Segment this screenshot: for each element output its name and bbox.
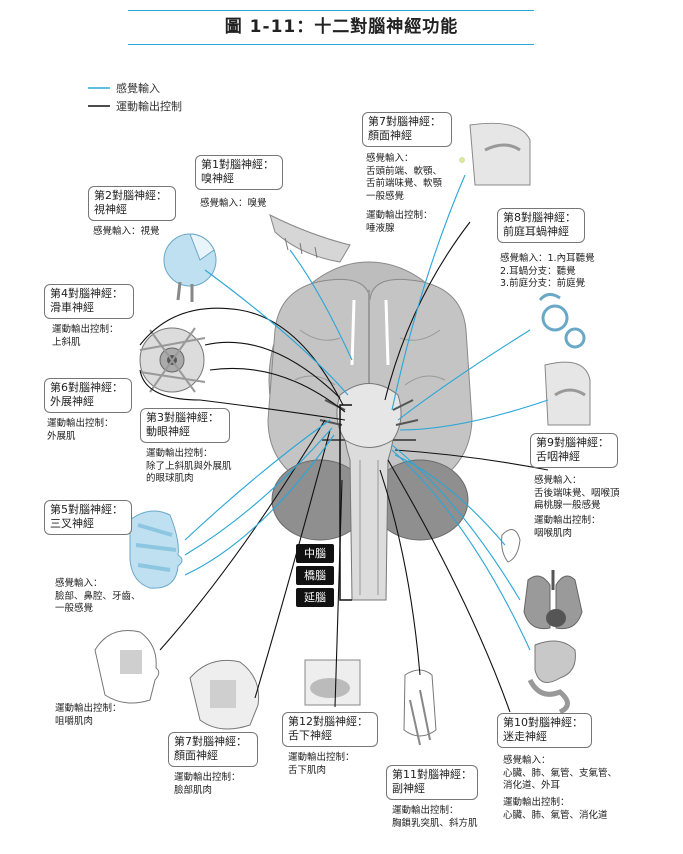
head-facial-illustration <box>189 659 260 730</box>
nerve-7-motor-label: 第7對腦神經： 顏面神經 <box>168 732 258 767</box>
brain-illustration <box>267 261 473 601</box>
legend-motor-label: 運動輸出控制 <box>116 100 182 113</box>
nerve-2-name: 視神經 <box>94 203 127 216</box>
nerve-6-label: 第6對腦神經： 外展神經 <box>44 378 132 413</box>
face-illustration <box>129 510 183 589</box>
nerve-3-label: 第3對腦神經： 動眼神經 <box>140 408 230 443</box>
nerve-6-number: 第6對腦神經： <box>50 381 123 394</box>
nerve-3-name: 動眼神經 <box>146 425 190 438</box>
olfactory-illustration <box>269 214 351 263</box>
nerve-9-number: 第9對腦神經： <box>536 436 609 449</box>
nerve-5-sensory-desc: 感覺輸入：臉部、鼻腔、牙齒、一般感覺 <box>55 578 141 614</box>
mouth-tongue-illustration <box>304 659 361 706</box>
nerve-11-number: 第11對腦神經： <box>392 768 472 781</box>
nerve-1-label: 第1對腦神經： 嗅神經 <box>195 155 283 190</box>
neck-illustration <box>403 669 437 746</box>
nerve-5-number: 第5對腦神經： <box>50 503 123 516</box>
nerve-1-number: 第1對腦神經： <box>201 158 274 171</box>
eyeball-muscles-illustration <box>139 327 206 393</box>
nerve-4-number: 第4對腦神經： <box>50 287 123 300</box>
nerve-11-desc: 運動輸出控制：胸鎖乳突肌、斜方肌 <box>392 805 478 829</box>
nerve-5-label: 第5對腦神經： 三叉神經 <box>44 500 132 535</box>
nerve-7-motor-desc-top: 運動輸出控制：唾液腺 <box>366 210 433 234</box>
nerve-8-number: 第8對腦神經： <box>503 211 576 224</box>
nerve-10-sensory-desc: 感覺輸入：心臟、肺、氣管、支氣管、消化道、外耳 <box>503 755 618 791</box>
nerve-7b-number: 第7對腦神經： <box>174 735 247 748</box>
nerve-1-name: 嗅神經 <box>201 172 234 185</box>
region-medulla: 延腦 <box>296 588 334 607</box>
nerve-12-name: 舌下神經 <box>288 729 332 742</box>
inner-ear-illustration <box>538 293 586 349</box>
nerve-4-label: 第4對腦神經： 滑車神經 <box>44 284 134 319</box>
nerve-9-name: 舌咽神經 <box>536 450 580 463</box>
mouth-side-illustration <box>459 122 531 186</box>
nerve-2-number: 第2對腦神經： <box>94 189 167 202</box>
eye-illustration <box>163 233 217 302</box>
nerve-12-desc: 運動輸出控制：舌下肌肉 <box>288 752 355 776</box>
nerve-2-desc: 感覺輸入：視覺 <box>93 226 160 237</box>
nerve-10-name: 迷走神經 <box>503 730 547 743</box>
region-midbrain: 中腦 <box>296 544 334 563</box>
head-jaw-illustration <box>94 630 160 704</box>
nerve-5-motor-desc: 運動輸出控制：咀嚼肌肉 <box>55 703 122 727</box>
legend-sensory-label: 感覺輸入 <box>116 82 160 95</box>
region-pons: 橋腦 <box>296 566 334 585</box>
title-top-rule <box>128 10 534 11</box>
nerve-10-label: 第10對腦神經： 迷走神經 <box>497 713 592 748</box>
nerve-8-label: 第8對腦神經： 前庭耳蝸神經 <box>497 208 585 243</box>
figure-title: 圖 1-11：十二對腦神經功能 <box>224 17 459 37</box>
nerve-11-label: 第11對腦神經： 副神經 <box>386 765 478 800</box>
nerve-7-sensory-desc: 感覺輸入：舌頭前端、軟顎、舌前端味覺、軟顎一般感覺 <box>366 153 443 202</box>
nerve-6-name: 外展神經 <box>50 395 94 408</box>
nerve-2-label: 第2對腦神經： 視神經 <box>88 186 176 221</box>
nerve-8-name: 前庭耳蝸神經 <box>503 225 569 238</box>
sensory-nerve-lines <box>184 174 549 651</box>
title-bottom-rule <box>128 44 534 45</box>
nerve-4-name: 滑車神經 <box>50 301 94 314</box>
nerve-7a-number: 第7對腦神經： <box>368 115 441 128</box>
nerve-12-label: 第12對腦神經： 舌下神經 <box>282 712 378 747</box>
nerve-3-desc: 運動輸出控制：除了上斜肌與外展肌的眼球肌肉 <box>146 448 232 484</box>
nerve-9-motor-desc: 運動輸出控制：咽喉肌肉 <box>534 515 601 539</box>
nerve-9-sensory-desc: 感覺輸入：舌後端味覺、咽喉頂扁桃腺一般感覺 <box>534 475 620 511</box>
nerve-9-label: 第9對腦神經： 舌咽神經 <box>530 433 618 468</box>
nerve-10-number: 第10對腦神經： <box>503 716 583 729</box>
nerve-7-motor-desc: 運動輸出控制：臉部肌肉 <box>174 772 241 796</box>
nerve-7b-name: 顏面神經 <box>174 749 218 762</box>
outer-ear-illustration <box>501 529 521 563</box>
nerve-11-name: 副神經 <box>392 782 425 795</box>
nerve-5-name: 三叉神經 <box>50 517 94 530</box>
throat-illustration <box>544 361 591 426</box>
organs-illustration <box>523 570 583 715</box>
nerve-12-number: 第12對腦神經： <box>288 715 368 728</box>
nerve-3-number: 第3對腦神經： <box>146 411 219 424</box>
nerve-4-desc: 運動輸出控制：上斜肌 <box>52 324 119 348</box>
nerve-10-motor-desc: 運動輸出控制：心臟、肺、氣管、消化道 <box>503 797 608 821</box>
nerve-7a-name: 顏面神經 <box>368 129 412 142</box>
nerve-1-desc: 感覺輸入：嗅覺 <box>200 198 267 209</box>
nerve-6-desc: 運動輸出控制：外展肌 <box>47 418 114 442</box>
nerve-7-sensory-label: 第7對腦神經： 顏面神經 <box>362 112 452 147</box>
